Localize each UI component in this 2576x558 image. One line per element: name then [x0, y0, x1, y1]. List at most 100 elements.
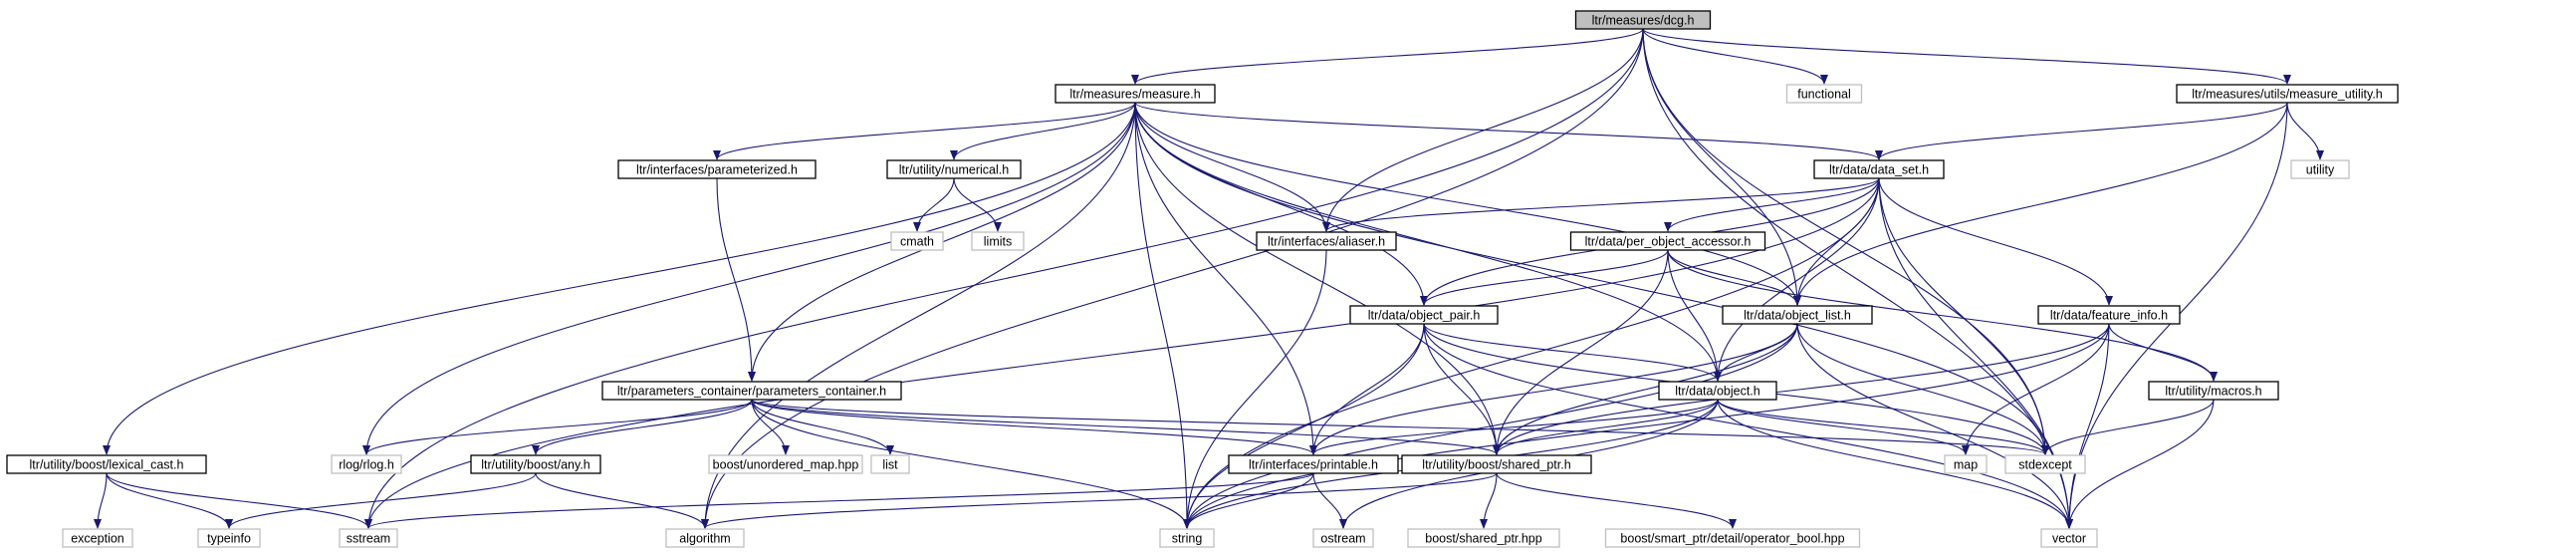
include-edge-measure_utility-to-object_list	[1793, 102, 2288, 306]
include-edge-measure-to-parameterized	[713, 102, 1136, 160]
node-lexical_cast[interactable]: ltr/utility/boost/lexical_cast.h	[6, 454, 207, 474]
include-edge-measure-to-object	[1134, 102, 1722, 382]
node-box-functional	[1785, 84, 1863, 104]
node-parameters_container[interactable]: ltr/parameters_container/parameters_cont…	[601, 381, 902, 401]
nodes-layer: ltr/measures/dcg.h ltr/measures/measure.h…	[6, 10, 2399, 548]
node-label-printable: ltr/interfaces/printable.h	[1249, 458, 1378, 472]
include-edge-numerical-to-cmath	[913, 177, 955, 232]
node-printable[interactable]: ltr/interfaces/printable.h	[1228, 454, 1399, 474]
node-aliaser[interactable]: ltr/interfaces/aliaser.h	[1256, 231, 1397, 251]
node-box-parameterized	[617, 159, 817, 179]
node-box-operator_bool	[1604, 528, 1861, 548]
node-label-feature_info: ltr/data/feature_info.h	[2050, 309, 2168, 323]
node-stdexcept: stdexcept	[2004, 454, 2086, 474]
include-edge-parameters_container-to-list	[751, 399, 894, 455]
node-box-boost_shared_ptr	[1407, 528, 1560, 548]
include-edge-measure-to-object_list	[1134, 102, 1801, 306]
include-edge-aliaser-to-string	[1183, 249, 1327, 529]
node-label-limits: limits	[984, 235, 1012, 249]
node-label-dcg: ltr/measures/dcg.h	[1592, 14, 1695, 28]
node-box-object_pair	[1349, 305, 1499, 325]
include-edge-per_object_accessor-to-shared_ptr_h	[1493, 249, 1669, 455]
node-list: list	[870, 454, 910, 474]
include-edge-feature_info-to-macros	[2108, 323, 2218, 382]
node-box-lexical_cast	[6, 454, 207, 474]
include-edge-parameters_container-to-stdexcept	[751, 399, 2049, 455]
node-label-any: ltr/utility/boost/any.h	[481, 458, 590, 472]
node-typeinfo: typeinfo	[197, 528, 261, 548]
node-label-shared_ptr_h: ltr/utility/boost/shared_ptr.h	[1422, 458, 1570, 472]
node-map: map	[1944, 454, 1988, 474]
include-edge-object_list-to-object	[1714, 323, 1798, 382]
node-box-utility	[2290, 159, 2350, 179]
node-measure[interactable]: ltr/measures/measure.h	[1054, 84, 1216, 104]
include-edge-data_set-to-per_object_accessor	[1664, 177, 1880, 232]
node-rlog: rlog/rlog.h	[331, 454, 402, 474]
node-box-parameters_container	[601, 381, 902, 401]
include-edge-feature_info-to-map	[1962, 323, 2110, 455]
node-functional: functional	[1785, 84, 1863, 104]
include-edge-shared_ptr_h-to-operator_bool	[1496, 472, 1737, 529]
include-edge-parameters_container-to-printable	[751, 399, 1317, 455]
include-edge-object-to-stdexcept	[1717, 399, 2049, 455]
node-macros[interactable]: ltr/utility/macros.h	[2148, 381, 2279, 401]
node-label-data_set: ltr/data/data_set.h	[1829, 163, 1929, 177]
node-box-aliaser	[1256, 231, 1397, 251]
node-label-lexical_cast: ltr/utility/boost/lexical_cast.h	[30, 458, 184, 472]
include-edge-dcg-to-functional	[1642, 28, 1828, 85]
include-edge-printable-to-ostream	[1312, 472, 1347, 529]
node-label-operator_bool: boost/smart_ptr/detail/operator_bool.hpp	[1620, 532, 1844, 546]
include-edge-data_set-to-object	[1714, 177, 1880, 382]
include-edge-object-to-map	[1717, 399, 1970, 455]
include-edge-object_pair-to-printable	[1309, 323, 1425, 455]
node-parameterized[interactable]: ltr/interfaces/parameterized.h	[617, 159, 817, 179]
node-measure_utility[interactable]: ltr/measures/utils/measure_utility.h	[2176, 84, 2399, 104]
node-box-printable	[1228, 454, 1399, 474]
include-edge-object-to-vector	[1717, 399, 2073, 529]
node-dcg[interactable]: ltr/measures/dcg.h	[1574, 10, 1712, 30]
node-per_object_accessor[interactable]: ltr/data/per_object_accessor.h	[1569, 231, 1766, 251]
node-label-per_object_accessor: ltr/data/per_object_accessor.h	[1585, 235, 1752, 249]
node-feature_info[interactable]: ltr/data/feature_info.h	[2037, 305, 2181, 325]
node-box-algorithm	[665, 528, 745, 548]
node-shared_ptr_h[interactable]: ltr/utility/boost/shared_ptr.h	[1401, 454, 1592, 474]
node-label-numerical: ltr/utility/numerical.h	[899, 163, 1009, 177]
include-edge-data_set-to-feature_info	[1878, 177, 2113, 306]
node-data_set[interactable]: ltr/data/data_set.h	[1813, 159, 1945, 179]
node-cmath: cmath	[890, 231, 944, 251]
include-edge-dcg-to-sstream	[364, 28, 1644, 529]
node-object[interactable]: ltr/data/object.h	[1658, 381, 1777, 401]
node-label-algorithm: algorithm	[679, 532, 730, 546]
include-edge-per_object_accessor-to-macros	[1667, 249, 2218, 382]
include-edge-object-to-printable	[1309, 399, 1719, 455]
include-edge-lexical_cast-to-typeinfo	[106, 472, 233, 529]
node-label-measure: ltr/measures/measure.h	[1069, 88, 1200, 102]
include-edge-measure-to-numerical	[950, 102, 1136, 160]
include-edge-printable-to-sstream	[364, 472, 1314, 529]
node-any[interactable]: ltr/utility/boost/any.h	[470, 454, 601, 474]
node-box-typeinfo	[197, 528, 261, 548]
node-box-macros	[2148, 381, 2279, 401]
node-label-cmath: cmath	[900, 235, 934, 249]
node-label-parameterized: ltr/interfaces/parameterized.h	[636, 163, 798, 177]
include-edge-parameters_container-to-shared_ptr_h	[751, 399, 1501, 455]
node-object_pair[interactable]: ltr/data/object_pair.h	[1349, 305, 1499, 325]
node-box-ostream	[1312, 528, 1374, 548]
include-edge-lexical_cast-to-sstream	[106, 472, 372, 529]
include-edge-object_list-to-shared_ptr_h	[1493, 323, 1798, 455]
node-box-shared_ptr_h	[1401, 454, 1592, 474]
node-object_list[interactable]: ltr/data/object_list.h	[1722, 305, 1873, 325]
node-label-ostream: ostream	[1320, 532, 1365, 546]
include-edge-data_set-to-sstream	[364, 177, 1880, 529]
node-numerical[interactable]: ltr/utility/numerical.h	[886, 159, 1022, 179]
node-label-unordered_map: boost/unordered_map.hpp	[713, 458, 859, 472]
include-edge-object_pair-to-object	[1423, 323, 1722, 382]
include-edge-measure-to-printable	[1134, 102, 1317, 455]
include-edge-feature_info-to-shared_ptr_h	[1493, 323, 2110, 455]
include-edge-per_object_accessor-to-object	[1667, 249, 1722, 382]
include-edge-macros-to-vector	[2065, 399, 2215, 529]
node-label-map: map	[1954, 458, 1978, 472]
node-label-boost_shared_ptr: boost/shared_ptr.hpp	[1425, 532, 1541, 546]
node-ostream: ostream	[1312, 528, 1374, 548]
include-edge-measure-to-aliaser	[1134, 102, 1330, 232]
